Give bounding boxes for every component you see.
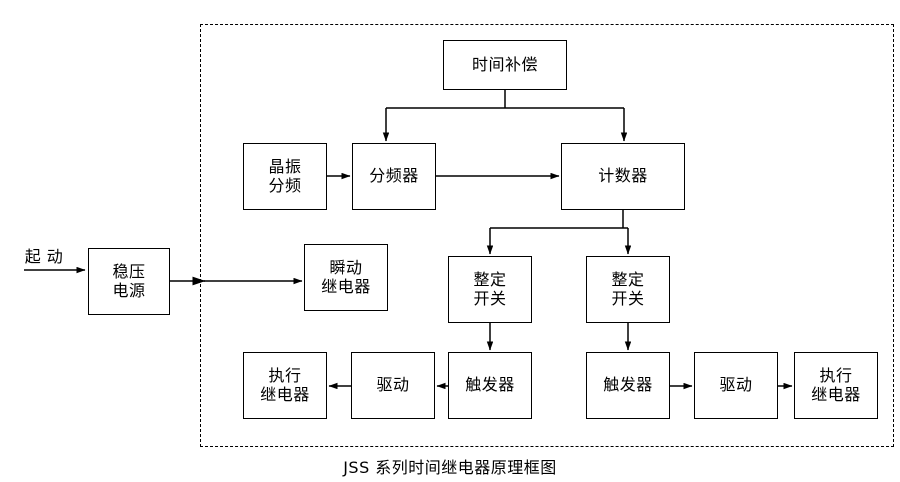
node-time-compensation[interactable]: 时间补偿	[443, 40, 567, 90]
node-regulated-power[interactable]: 稳压 电源	[88, 248, 170, 315]
node-label: 开关	[611, 288, 645, 308]
node-label: 瞬动	[329, 257, 363, 277]
node-label: 分频	[268, 175, 302, 195]
node-label: 继电器	[811, 384, 861, 404]
node-instant-relay[interactable]: 瞬动 继电器	[304, 244, 388, 311]
start-label: 起 动	[24, 247, 64, 267]
node-label: 执行	[268, 365, 302, 385]
node-setting-switch-2[interactable]: 整定 开关	[586, 256, 670, 323]
node-label: 触发器	[603, 375, 653, 395]
node-label: 继电器	[321, 276, 371, 296]
start-label-line1: 起	[24, 247, 42, 266]
diagram-caption: JSS 系列时间继电器原理框图	[343, 458, 557, 477]
node-trigger-1[interactable]: 触发器	[448, 352, 532, 419]
node-trigger-2[interactable]: 触发器	[586, 352, 670, 419]
node-label: 整定	[473, 269, 507, 289]
node-label: 电源	[112, 280, 146, 300]
node-label: 计数器	[598, 166, 648, 186]
node-label: 执行	[819, 365, 853, 385]
dashed-boundary-frame	[200, 24, 894, 447]
node-crystal-divider[interactable]: 晶振 分频	[243, 143, 327, 210]
node-frequency-divider[interactable]: 分频器	[352, 143, 436, 210]
node-label: 整定	[611, 269, 645, 289]
node-execute-relay-2[interactable]: 执行 继电器	[794, 352, 878, 419]
node-label: 晶振	[268, 156, 302, 176]
node-label: 时间补偿	[471, 54, 538, 74]
node-label: 触发器	[465, 375, 515, 395]
node-label: 驱动	[376, 375, 410, 395]
node-counter[interactable]: 计数器	[561, 143, 685, 210]
node-execute-relay-1[interactable]: 执行 继电器	[243, 352, 327, 419]
node-driver-1[interactable]: 驱动	[351, 352, 435, 419]
start-label-line2: 动	[46, 247, 64, 266]
node-label: 继电器	[260, 384, 310, 404]
node-label: 分频器	[369, 166, 419, 186]
node-setting-switch-1[interactable]: 整定 开关	[448, 256, 532, 323]
node-label: 稳压	[112, 261, 146, 281]
node-driver-2[interactable]: 驱动	[694, 352, 778, 419]
node-label: 开关	[473, 288, 507, 308]
node-label: 驱动	[719, 375, 753, 395]
